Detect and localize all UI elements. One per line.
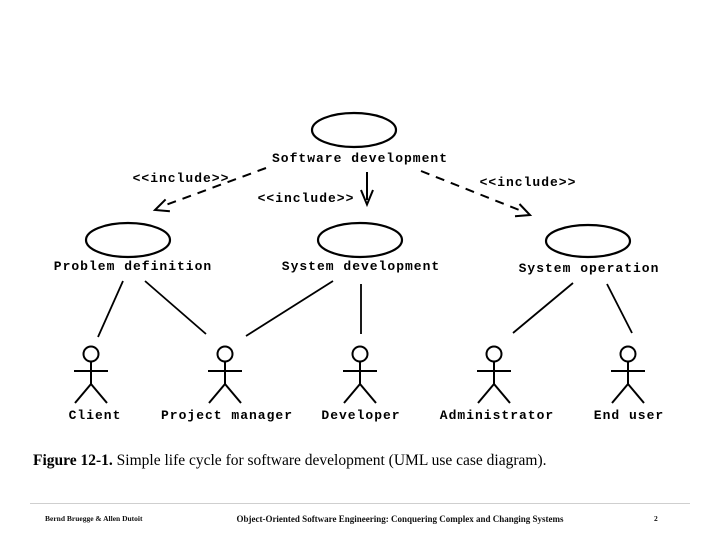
include-arrow-middle bbox=[360, 172, 374, 208]
footer-page-number: 2 bbox=[654, 514, 658, 523]
include-arrow-right bbox=[420, 170, 533, 218]
association-system-operation-end-user bbox=[606, 283, 633, 334]
actor-label-developer: Developer bbox=[321, 408, 401, 423]
figure-caption: Figure 12-1. Simple life cycle for softw… bbox=[33, 452, 547, 470]
use-case-label-system-operation: System operation bbox=[518, 261, 660, 276]
use-case-ellipse-software-development bbox=[310, 111, 398, 149]
actor-icon-end-user bbox=[611, 345, 645, 404]
actor-icon-administrator bbox=[477, 345, 511, 404]
actor-icon-client bbox=[74, 345, 108, 404]
figure-caption-text: Simple life cycle for software developme… bbox=[112, 452, 547, 469]
use-case-ellipse-system-operation bbox=[544, 223, 632, 259]
include-arrows bbox=[152, 167, 533, 218]
include-arrow-left bbox=[152, 167, 267, 213]
use-case-label-system-development: System development bbox=[281, 259, 441, 274]
association-problem-definition-client bbox=[97, 280, 124, 338]
use-case-ellipse-problem-definition bbox=[84, 221, 172, 259]
footer-authors: Bernd Bruegge & Allen Dutoit bbox=[45, 514, 143, 523]
association-system-development-project-manager bbox=[245, 280, 334, 337]
use-case-ellipse-system-development bbox=[316, 221, 404, 259]
actor-icon-developer bbox=[343, 345, 377, 404]
actor-label-client: Client bbox=[68, 408, 122, 423]
include-label-middle: <<include>> bbox=[257, 191, 355, 206]
association-problem-definition-project-manager bbox=[144, 280, 207, 335]
use-case-label-problem-definition: Problem definition bbox=[53, 259, 213, 274]
footer-book-title: Object-Oriented Software Engineering: Co… bbox=[236, 514, 564, 524]
association-system-operation-administrator bbox=[512, 282, 574, 334]
include-label-left: <<include>> bbox=[132, 171, 230, 186]
association-lines bbox=[97, 280, 633, 338]
actor-label-administrator: Administrator bbox=[439, 408, 555, 423]
actor-label-end-user: End user bbox=[593, 408, 665, 423]
footer-divider bbox=[30, 503, 690, 504]
use-case-ellipses bbox=[84, 111, 632, 259]
use-case-label-software-development: Software development bbox=[271, 151, 449, 166]
actor-label-project-manager: Project manager bbox=[160, 408, 294, 423]
actor-icons bbox=[74, 345, 645, 404]
actor-icon-project-manager bbox=[208, 345, 242, 404]
figure-caption-number: Figure 12-1. bbox=[33, 452, 113, 469]
include-label-right: <<include>> bbox=[479, 175, 577, 190]
